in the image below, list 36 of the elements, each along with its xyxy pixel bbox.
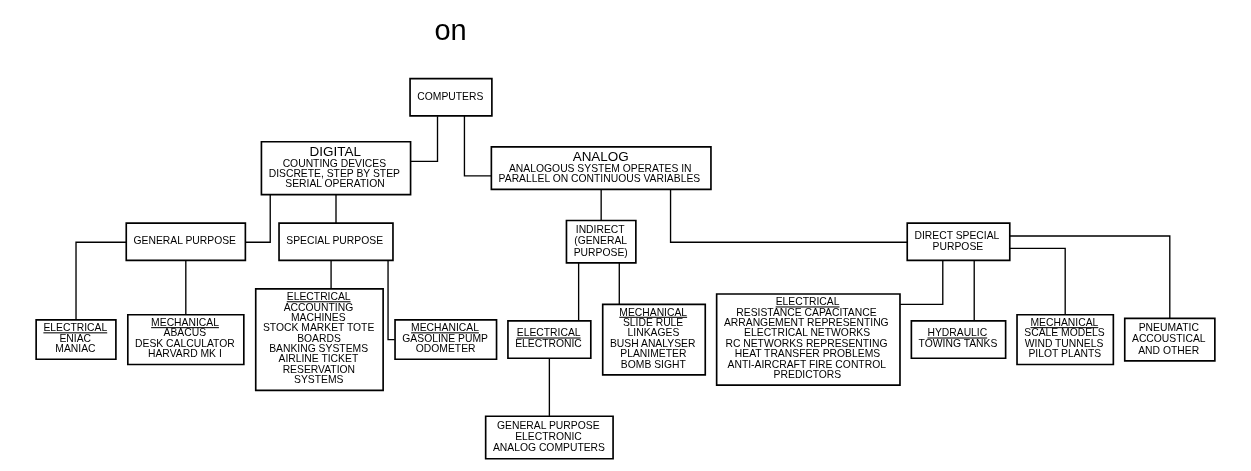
connector — [410, 115, 439, 163]
connector — [185, 259, 187, 316]
connector — [600, 188, 602, 221]
node-box: HYDRAULIC TOWING TANKS — [910, 320, 1007, 360]
connector — [669, 188, 908, 243]
node-box: ELECTRICAL RESISTANCE CAPACITANCE ARRANGEMENT REPRESENTING ELECTRICAL NETWORKS RC NETWORKS REPRESENTING HEAT TRANSFER PROBLEMS ANTI-AIRCRAFT FIRE CONTROL PREDICTORS — [715, 293, 901, 386]
connector — [618, 262, 620, 305]
connector — [899, 259, 944, 306]
connector — [1009, 235, 1171, 319]
node-box: ELECTRICAL ENIAC MANIAC — [35, 319, 117, 361]
node-box: MECHANICAL SCALE MODELS WIND TUNNELS PILOT PLANTS — [1016, 313, 1115, 366]
node-box: ELECTRICAL ELECTRONIC — [507, 320, 592, 360]
node-box: GENERAL PURPOSE — [125, 222, 247, 262]
connector — [463, 115, 492, 177]
node-box: SPECIAL PURPOSE — [278, 222, 394, 262]
connector — [973, 259, 975, 322]
node-box: MECHANICAL SLIDE RULE LINKAGES BUSH ANALYSER PLANIMETER BOMB SIGHT — [601, 303, 707, 376]
node-box: PNEUMATIC ACCOUSTICAL AND OTHER — [1123, 317, 1216, 362]
connector — [335, 194, 337, 224]
connector — [387, 259, 396, 341]
node-box: DIRECT SPECIAL PURPOSE — [906, 222, 1011, 262]
node-box: ANALOG ANALOGOUS SYSTEM OPERATES IN PARALLEL ON CONTINUOUS VARIABLES — [490, 146, 712, 191]
node-box: DIGITAL COUNTING DEVICES DISCRETE, STEP BY STEP SERIAL OPERATION — [260, 140, 412, 196]
node-box: GENERAL PURPOSE ELECTRONIC ANALOG COMPUTERS — [484, 415, 614, 460]
connector — [1009, 247, 1066, 316]
node-box: COMPUTERS — [409, 77, 493, 117]
node-box: INDIRECT (GENERAL PURPOSE) — [565, 219, 637, 264]
node-box: ELECTRICAL ACCOUNTING MACHINES STOCK MARKET TOTE BOARDS BANKING SYSTEMS AIRLINE TICKET RESERVATION SYSTEMS — [254, 288, 384, 392]
connector — [75, 241, 127, 321]
connector — [245, 194, 271, 243]
connector — [548, 357, 551, 417]
node-box: MECHANICAL GASOLINE PUMP ODOMETER — [394, 319, 498, 361]
connector — [330, 259, 332, 290]
connector — [577, 262, 580, 322]
label: on — [434, 13, 467, 46]
node-box: MECHANICAL ABACUS DESK CALCULATOR HARVARD MK I — [127, 313, 245, 366]
